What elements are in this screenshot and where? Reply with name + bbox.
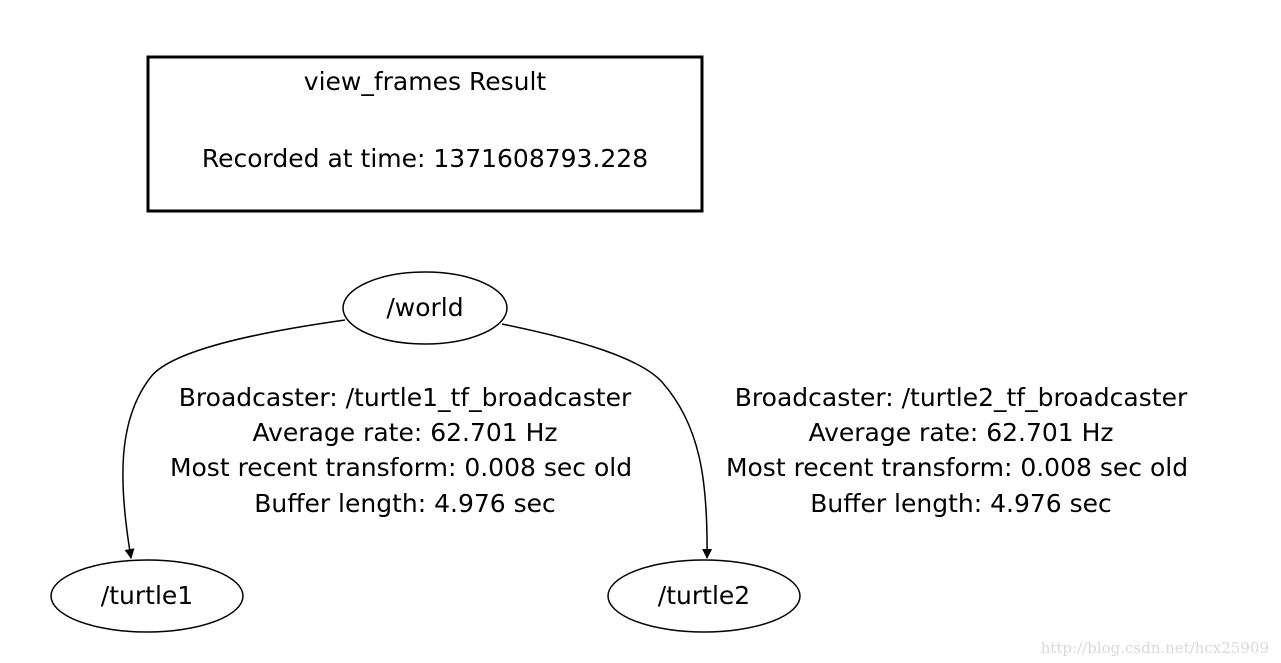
edge-turtle2-recent: Most recent transform: 0.008 sec old xyxy=(726,453,1188,482)
header-title: view_frames Result xyxy=(304,67,547,96)
node-world-label: /world xyxy=(386,293,463,322)
edge-turtle1-rate: Average rate: 62.701 Hz xyxy=(252,418,557,447)
edge-turtle2-rate: Average rate: 62.701 Hz xyxy=(808,418,1113,447)
watermark-text: http://blog.csdn.net/hcx25909 xyxy=(1040,639,1269,657)
header-recorded-time: Recorded at time: 1371608793.228 xyxy=(202,144,648,173)
node-turtle1-shape xyxy=(50,559,244,633)
edge-world-turtle1 xyxy=(122,319,346,559)
node-turtle2-label: /turtle2 xyxy=(658,581,750,610)
edge-turtle2-broadcaster: Broadcaster: /turtle2_tf_broadcaster xyxy=(735,383,1188,412)
node-world[interactable]: /world xyxy=(342,271,508,345)
edge-turtle1-buffer: Buffer length: 4.976 sec xyxy=(254,489,556,518)
result-header-box: view_frames Result Recorded at time: 137… xyxy=(146,55,704,213)
node-turtle2[interactable]: /turtle2 xyxy=(607,559,801,633)
node-world-shape xyxy=(342,271,508,345)
edge-turtle1-broadcaster: Broadcaster: /turtle1_tf_broadcaster xyxy=(179,383,632,412)
edge-world-turtle2 xyxy=(501,323,713,559)
edge-label-turtle1: Broadcaster: /turtle1_tf_broadcaster Ave… xyxy=(170,383,632,518)
node-turtle1-label: /turtle1 xyxy=(101,581,193,610)
edge-turtle1-recent: Most recent transform: 0.008 sec old xyxy=(170,453,632,482)
edge-turtle2-buffer: Buffer length: 4.976 sec xyxy=(810,489,1112,518)
node-turtle2-shape xyxy=(607,559,801,633)
header-border xyxy=(146,55,704,213)
edge-label-turtle2: Broadcaster: /turtle2_tf_broadcaster Ave… xyxy=(726,383,1188,518)
node-turtle1[interactable]: /turtle1 xyxy=(50,559,244,633)
